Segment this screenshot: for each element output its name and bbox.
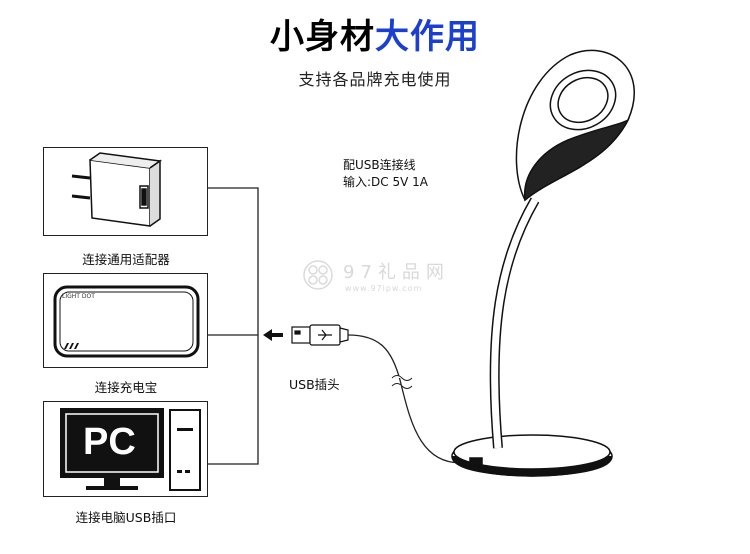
usb-plug-icon <box>291 324 349 346</box>
page-subtitle: 支持各品牌充电使用 <box>298 70 452 89</box>
power-bank-brand: LIGHT DOT <box>62 293 95 300</box>
connector-lines <box>208 187 259 465</box>
spec-line1: 配USB连接线 <box>343 158 416 172</box>
power-bank-icon <box>53 285 200 358</box>
desk-lamp-illustration <box>451 49 635 477</box>
computer-icon <box>60 408 201 491</box>
page-title: 小身材大作用 <box>0 14 750 60</box>
arrow-left-icon <box>263 329 283 341</box>
watermark-url: www.97lpw.com <box>345 284 423 293</box>
power-bank-caption: 连接充电宝 <box>94 380 158 395</box>
adapter-caption: 连接通用适配器 <box>82 252 170 267</box>
computer-caption: 连接电脑USB插口 <box>75 510 177 525</box>
spec-line2: 输入:DC 5V 1A <box>343 175 428 189</box>
power-adapter-icon <box>71 152 163 227</box>
title-part1: 小身材 <box>270 17 375 57</box>
watermark-logo <box>303 260 333 290</box>
watermark-text: 97礼品网 <box>343 262 450 283</box>
usb-plug-label: USB插头 <box>289 377 340 392</box>
usb-cable <box>347 334 471 464</box>
title-part2: 大作用 <box>375 17 480 57</box>
pc-screen-text: PC <box>83 421 136 463</box>
